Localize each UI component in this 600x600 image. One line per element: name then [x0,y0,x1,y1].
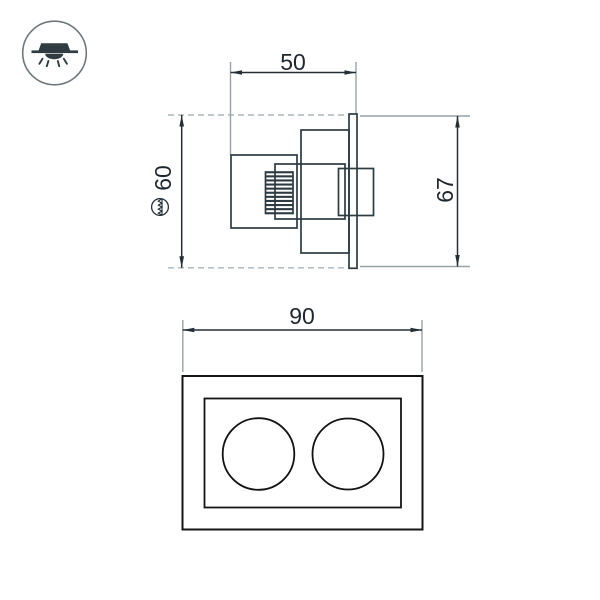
arrow-60-top [179,115,184,127]
icon-lamp-dome [45,53,64,60]
arrow-67-top [455,116,460,128]
arrow-60-bottom [179,256,184,268]
front-outer-frame [181,375,424,531]
fin [265,212,293,215]
fin [265,183,293,186]
dim-label-50: 50 [280,49,306,75]
cutout-symbol-icon [150,197,170,217]
fixture-main-body [300,129,350,254]
fixture-heatsink-fins [265,171,293,215]
recessed-downlight-icon [21,20,88,86]
front-lamp-circle-left [221,417,296,491]
fin [265,204,293,207]
fin [265,171,293,174]
fin [265,195,293,198]
fin [265,179,293,182]
fin [265,175,293,178]
cutout-symbol-sawcut [157,198,164,216]
fixture-lamp-barrel [274,163,346,220]
side-view-fixture [230,113,375,270]
front-lamp-circle-right [311,417,385,491]
arrow-90-left [182,327,195,333]
icon-fixture-glyph [31,43,78,60]
fixture-trim-tube [337,167,375,217]
icon-circle-border [21,20,88,86]
icon-light-rays [38,57,68,68]
fin [265,199,293,202]
dimension-labels: 50 60 67 90 [150,49,458,329]
extension-lines [182,62,470,372]
cutout-symbol-circle [150,197,170,217]
dimension-lines [150,70,460,333]
ceiling-dashed-lines [168,114,347,269]
fin [265,191,293,194]
fixture-rear-housing [230,154,298,229]
icon-housing-trapezoid [38,43,71,51]
fin [265,187,293,190]
dim-label-60: 60 [150,165,176,191]
fixture-flange-plate [348,113,358,270]
front-view [181,375,424,531]
arrow-90-right [410,327,422,333]
icon-ceiling-bar [31,50,78,54]
arrow-67-bottom [455,255,460,267]
dim-label-90: 90 [289,303,315,329]
dim-label-67: 67 [432,177,458,203]
arrow-50-right [344,70,356,75]
dimension-arrowheads [179,70,460,333]
fin [265,208,293,211]
arrow-50-left [230,70,242,75]
front-inner-frame [203,397,402,509]
